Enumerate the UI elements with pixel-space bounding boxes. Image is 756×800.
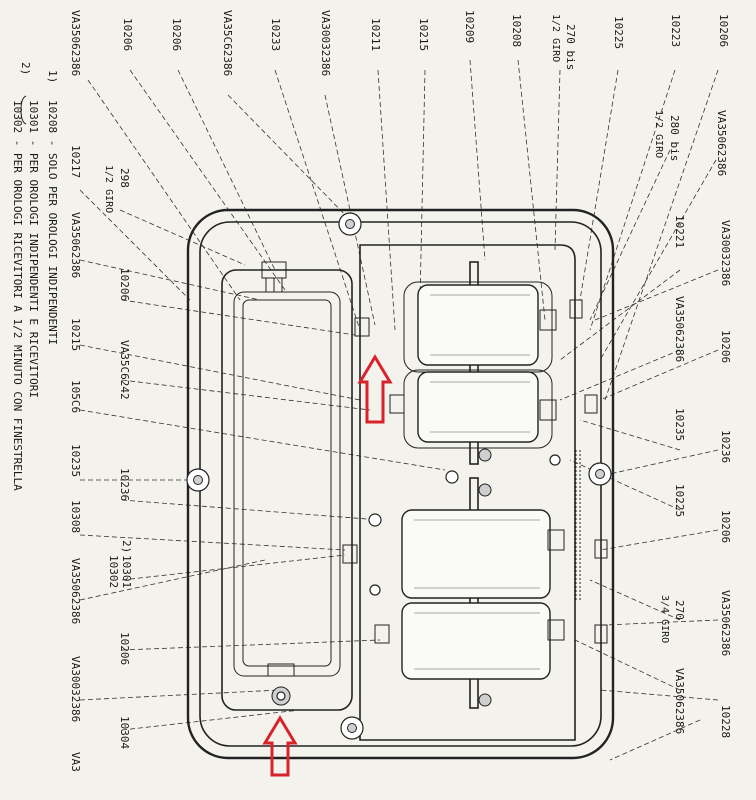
note-1-text: 10208 - SOLO PER OROLOGI INDIPENDENTI xyxy=(46,100,59,345)
label: 10235 xyxy=(673,408,686,441)
label: 10206 xyxy=(118,268,131,301)
label: 10225 xyxy=(612,16,625,49)
label: VA35062386 xyxy=(719,590,732,656)
note-2-line-a: 10301 - PER OROLOGI INDIPENDENTI E RICEV… xyxy=(27,100,40,398)
label: 10225 xyxy=(673,484,686,517)
brace xyxy=(20,95,27,125)
label: VA35C62386 xyxy=(221,10,234,76)
label: 10235 xyxy=(69,444,82,477)
footnotes: 1) 10208 - SOLO PER OROLOGI INDIPENDENTI… xyxy=(11,62,59,491)
label: 298 xyxy=(118,168,131,188)
label: 10301 xyxy=(120,555,133,588)
corner-grommets xyxy=(186,212,612,740)
label: 10206 xyxy=(717,14,730,47)
coil-lower-left xyxy=(401,602,551,680)
label: 10223 xyxy=(669,14,682,47)
label: VA3 xyxy=(69,752,82,772)
label: 10208 xyxy=(510,14,523,47)
note-2-marker: 2) xyxy=(19,62,32,75)
label: 1/2 GIRO xyxy=(550,14,561,62)
label: 270 xyxy=(673,600,686,620)
label: 10206 xyxy=(719,330,732,363)
labels-inner-left: 10217 298 1/2 GIRO VA35062386 10206 1021… xyxy=(69,145,133,772)
label: 10221 xyxy=(673,215,686,248)
label: 1/2 GIRO xyxy=(653,110,664,158)
label: 10206 xyxy=(118,632,131,665)
label: VA35062386 xyxy=(715,110,728,176)
label: VA30032386 xyxy=(719,220,732,286)
label: 105C6 xyxy=(69,380,82,413)
label: 10302 xyxy=(107,555,120,588)
label: 280 bis xyxy=(668,115,681,161)
label: VA35062386 xyxy=(69,212,82,278)
terminal-blocks xyxy=(261,261,608,706)
label: 1/2 GIRO xyxy=(103,165,114,213)
label: 270 bis xyxy=(564,24,577,70)
leader-lines xyxy=(79,59,719,761)
label: 10304 xyxy=(118,716,131,749)
label: VA30032386 xyxy=(319,10,332,76)
label: VA35062386 xyxy=(69,10,82,76)
note-2-line-b: 10302 - PER OROLOGI RICEVITORI A 1/2 MIN… xyxy=(11,100,24,491)
label: 10215 xyxy=(69,318,82,351)
coil-upper-left xyxy=(403,369,553,449)
label: 10236 xyxy=(118,468,131,501)
label: 10209 xyxy=(463,10,476,43)
label: 10228 xyxy=(719,705,732,738)
coil-upper-right xyxy=(403,281,553,373)
label: 10233 xyxy=(269,18,282,51)
label: 10215 xyxy=(417,18,430,51)
enclosure xyxy=(186,208,615,760)
label: 10206 xyxy=(170,18,183,51)
label: VA30032386 xyxy=(69,656,82,722)
label: 3/4 GIRO xyxy=(659,595,670,643)
label: VA35062386 xyxy=(673,296,686,362)
note-1-marker: 1) xyxy=(46,70,59,83)
label: 10206 xyxy=(121,18,134,51)
labels-top-row: VA35062386 10206 10206 VA35C62386 10233 … xyxy=(69,10,730,76)
label: 10236 xyxy=(719,430,732,463)
coil-lower-right xyxy=(401,509,551,599)
label: 10211 xyxy=(369,18,382,51)
up-arrow-icon xyxy=(262,715,298,777)
labels-right-column: 10221 VA30032386 VA35062386 10206 10235 … xyxy=(659,215,732,738)
label: 10206 xyxy=(719,510,732,543)
label: VA35062386 xyxy=(673,668,686,734)
note-2-ref-marker: 2) xyxy=(120,540,133,553)
label: 10308 xyxy=(69,500,82,533)
label: VA35C6242 xyxy=(118,340,131,400)
label: 10217 xyxy=(69,145,82,178)
up-arrow-icon xyxy=(357,354,393,424)
labels-upper-mid: 280 bis 1/2 GIRO VA35062386 xyxy=(653,110,728,176)
label: VA35062386 xyxy=(69,558,82,624)
